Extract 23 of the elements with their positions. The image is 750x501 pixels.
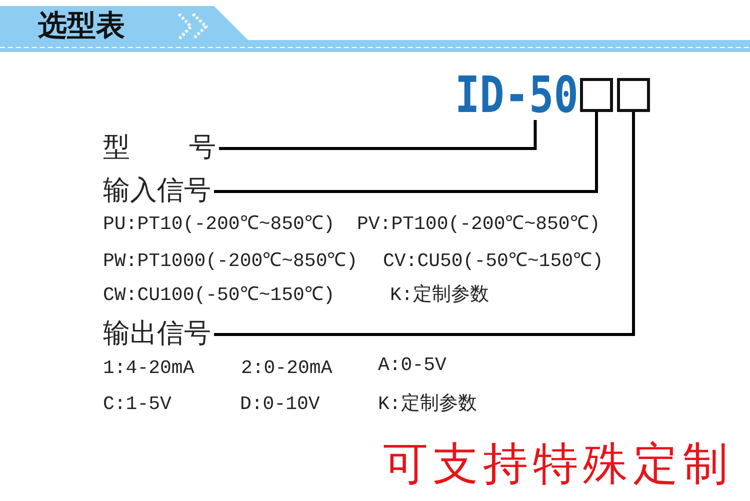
option-text: CV:CU50(-50℃~150℃) <box>383 252 604 271</box>
option-text: K:定制参数 <box>390 286 489 305</box>
option-text: A:0-5V <box>378 356 446 375</box>
note-text: 可支持特殊定制 <box>383 441 733 486</box>
section-heading: 输出信号 <box>103 320 211 347</box>
leader-line <box>214 112 635 336</box>
option-text: 2:0-20mA <box>241 359 332 378</box>
model-code: ID-50 <box>455 70 578 120</box>
option-text: PU:PT10(-200℃~850℃) <box>103 215 335 234</box>
option-text: CW:CU100(-50℃~150℃) <box>103 286 335 305</box>
leader-line <box>214 112 598 193</box>
section-title: 选型表 <box>38 11 125 40</box>
option-text: D:0-10V <box>240 395 320 414</box>
option-text: K:定制参数 <box>378 395 477 414</box>
leader-line <box>219 120 537 150</box>
section-heading: 输入信号 <box>103 177 211 204</box>
code-slot <box>617 78 650 112</box>
section-heading: 型 号 <box>103 134 216 161</box>
option-text: 1:4-20mA <box>103 359 194 378</box>
option-text: PV:PT100(-200℃~850℃) <box>357 215 600 234</box>
option-text: C:1-5V <box>103 395 172 414</box>
code-slot <box>580 78 613 112</box>
option-text: PW:PT1000(-200℃~850℃) <box>103 252 358 271</box>
